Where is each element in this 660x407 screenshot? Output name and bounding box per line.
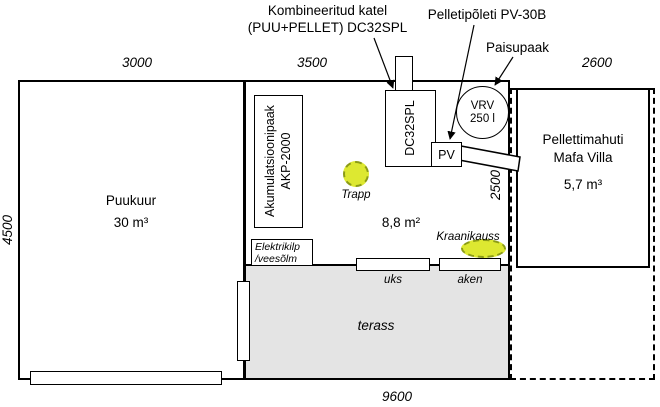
- boiler-leader-line: [373, 37, 395, 89]
- sink: [461, 239, 506, 258]
- dim-pellet-store-width: 2600: [581, 55, 613, 70]
- chimney: [395, 56, 413, 92]
- puukuur-area: 30 m³: [113, 215, 149, 230]
- boiler-dc32spl: [385, 90, 436, 167]
- expansion-vessel-line2: 250 l: [470, 112, 495, 125]
- door-label: uks: [384, 274, 402, 286]
- burner-leader-line: [447, 24, 475, 140]
- dim-total-width: 9600: [381, 389, 413, 404]
- accumulator-tank: [254, 95, 303, 228]
- expansion-tank-leader-line: [494, 56, 514, 86]
- dim-puukuur-width: 3000: [121, 55, 153, 70]
- terrace-area: [246, 264, 508, 378]
- puukuur-opening: [30, 371, 222, 385]
- window-opening: [439, 258, 501, 271]
- boiler-annotation-line1: Kombineeritud katel: [267, 3, 388, 18]
- boiler-annotation: Kombineeritud katel (PUU+PELLET) DC32SPL: [225, 2, 430, 36]
- dim-boiler-room-width: 3500: [296, 55, 328, 70]
- door-opening: [356, 258, 430, 271]
- interior-door: [237, 281, 250, 361]
- terrace-label: terass: [357, 318, 395, 333]
- pellet-burner-annotation: Pelletipõleti PV-30B: [427, 7, 547, 22]
- pellet-burner-box: PV: [431, 142, 462, 167]
- floor-drain: [343, 161, 369, 187]
- puukuur-name: Puukuur: [105, 193, 157, 208]
- dim-boiler-room-depth: 2500: [488, 169, 503, 201]
- electrical-panel-line2: /veesõlm: [255, 253, 298, 265]
- sink-label: Kraanikauss: [436, 231, 500, 243]
- electrical-panel-line1: Elektrikilp: [255, 241, 300, 253]
- floor-drain-label: Trapp: [341, 189, 371, 201]
- pellet-container-volume: 5,7 m³: [563, 177, 603, 192]
- puukuur-label: Puukuur 30 m³: [86, 190, 176, 234]
- electrical-panel: Elektrikilp /veesõlm: [251, 239, 313, 266]
- expansion-vessel-line1: VRV: [470, 99, 495, 112]
- pellet-container-label-line1: Pellettimahuti: [542, 132, 624, 147]
- expansion-vessel: VRV 250 l: [456, 86, 509, 139]
- boiler-annotation-line2: (PUU+PELLET) DC32SPL: [247, 20, 408, 35]
- boiler-room-area: 8,8 m²: [381, 215, 421, 230]
- pellet-container-label-line2: Mafa Villa: [553, 150, 613, 165]
- dim-building-depth: 4500: [0, 214, 15, 246]
- pellet-container-label: Pellettimahuti Mafa Villa: [523, 131, 643, 167]
- accumulator-tank-label: Akumulatsioonipaak AKP-2000: [262, 105, 294, 217]
- dividing-wall: [243, 80, 246, 380]
- accumulator-label-line2: AKP-2000: [279, 132, 293, 190]
- accumulator-label-line1: Akumulatsioonipaak: [263, 105, 277, 217]
- boiler-label: DC32SPL: [403, 100, 417, 156]
- window-label: aken: [457, 274, 483, 286]
- pellet-container: [516, 88, 650, 268]
- expansion-tank-annotation: Paisupaak: [485, 40, 550, 55]
